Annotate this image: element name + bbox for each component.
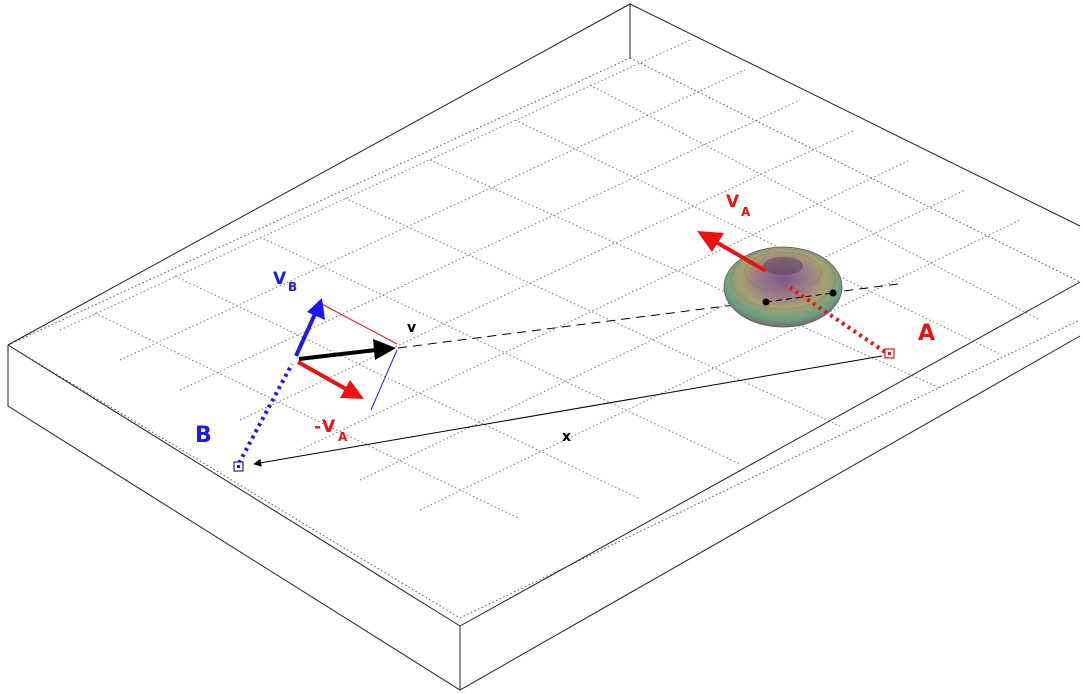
parallelogram-blue-edge [370,349,398,411]
a-trajectory [784,283,887,354]
label-neg-velocity-a-sub: A [338,430,348,444]
box-outline [7,3,1081,691]
label-velocity-b: V [273,269,287,289]
label-relative-velocity: v [407,320,416,336]
box-hidden-edges [7,4,1081,619]
velocity-a-arrow [697,231,768,273]
grid-top-face [59,39,1041,520]
neg-velocity-a-arrow [297,360,364,399]
separation-vector [253,355,883,467]
b-trajectory [237,363,294,464]
disc-path-continued [765,292,834,303]
disc-point-right [829,289,837,297]
label-point-b: B [195,423,212,448]
label-point-a: A [918,321,935,346]
relative-velocity-arrow [298,339,396,361]
label-neg-velocity-a: V [322,417,336,437]
label-separation: x [562,429,571,445]
velocity-b-arrow [294,298,325,357]
label-velocity-b-sub: B [288,280,297,294]
label-velocity-a: V [726,192,740,212]
disc-object [723,246,843,328]
label-velocity-a-sub: A [741,205,751,219]
parallelogram-red-edge [317,301,398,345]
point-b-marker [233,461,244,472]
label-neg-velocity-a-prefix: - [314,417,321,437]
point-a-marker [884,348,895,359]
